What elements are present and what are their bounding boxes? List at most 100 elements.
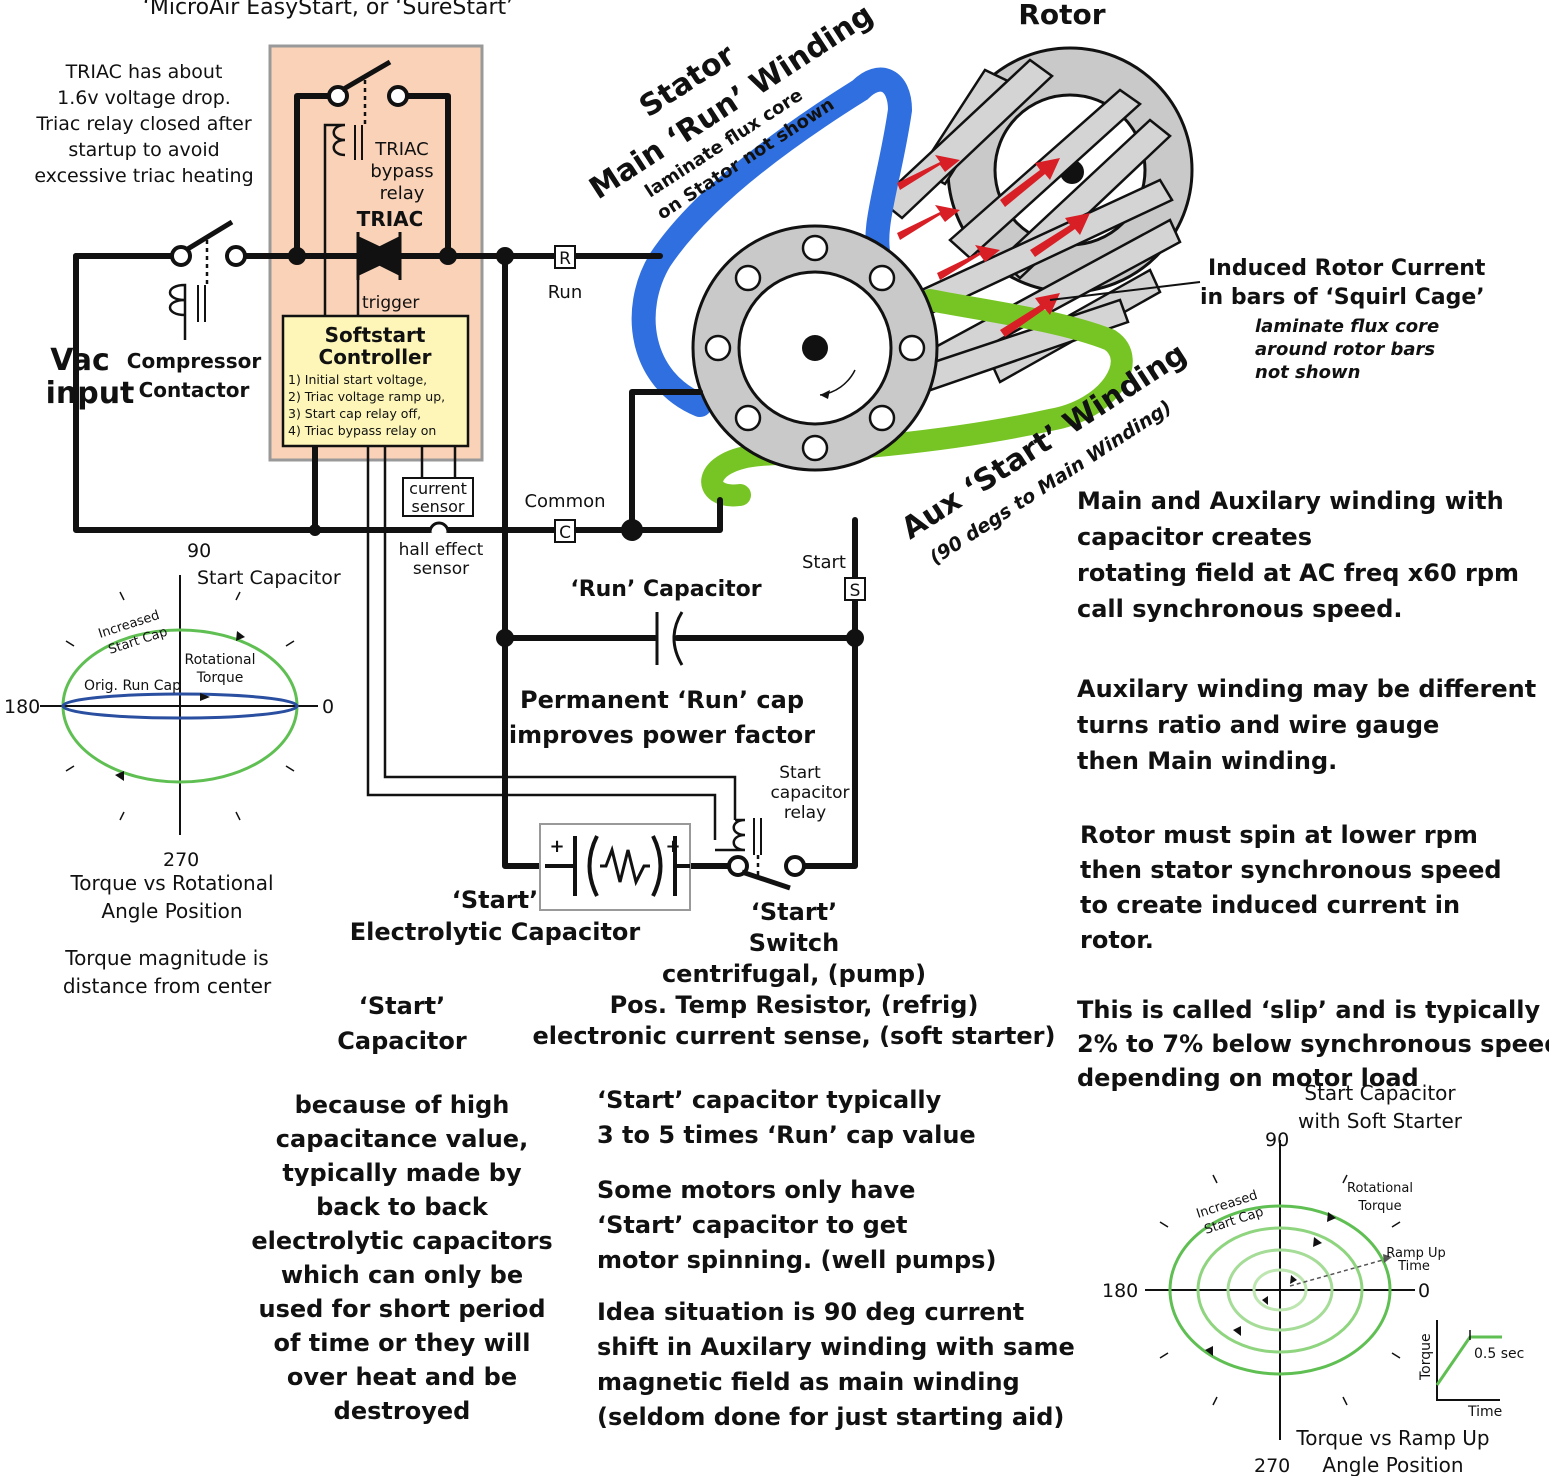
start-capacitor-relay: Start capacitor relay — [715, 763, 850, 875]
svg-text:Torque magnitude is: Torque magnitude is — [64, 946, 268, 970]
induced-note-1: laminate flux core — [1255, 316, 1439, 337]
current-sensor-box — [402, 477, 474, 517]
svg-text:capacitor: capacitor — [770, 783, 849, 803]
permanent-run-2: improves power factor — [509, 721, 815, 749]
triac-bypass-relay: TRIAC bypass relay — [323, 59, 434, 315]
svg-text:Idea situation is 90 deg curre: Idea situation is 90 deg current — [597, 1298, 1024, 1326]
svg-text:Start: Start — [779, 763, 821, 783]
trigger-label: trigger — [362, 293, 419, 313]
svg-text:Torque vs Ramp Up: Torque vs Ramp Up — [1295, 1426, 1489, 1450]
svg-text:0: 0 — [1418, 1280, 1430, 1302]
svg-text:Start Capacitor: Start Capacitor — [1304, 1081, 1456, 1105]
permanent-run-1: Permanent ‘Run’ cap — [520, 686, 804, 714]
svg-text:depending on motor load: depending on motor load — [1077, 1064, 1419, 1092]
svg-text:270: 270 — [163, 849, 199, 871]
triac-symbol: TRIAC trigger — [356, 207, 424, 315]
svg-text:Rotor must spin at lower rpm: Rotor must spin at lower rpm — [1080, 821, 1478, 849]
svg-text:turns ratio and wire gauge: turns ratio and wire gauge — [1077, 711, 1439, 739]
electrolytic-capacitor: + + — [539, 823, 691, 911]
high-cap-paragraph: because of high capacitance value, typic… — [251, 1091, 552, 1425]
svg-text:shift in Auxilary winding with: shift in Auxilary winding with same — [597, 1333, 1075, 1361]
svg-text:90: 90 — [187, 540, 211, 562]
right-paragraphs: Main and Auxilary winding with capacitor… — [1077, 487, 1549, 1092]
svg-text:90: 90 — [1265, 1129, 1289, 1151]
svg-text:Torque: Torque — [196, 670, 244, 686]
svg-text:capacitance value,: capacitance value, — [276, 1125, 528, 1153]
svg-text:rotating field at AC freq x60: rotating field at AC freq x60 rpm — [1077, 559, 1519, 587]
svg-text:+: + — [549, 836, 564, 857]
svg-text:with Soft Starter: with Soft Starter — [1298, 1109, 1463, 1133]
svg-text:typically made by: typically made by — [282, 1159, 522, 1187]
start-switch-text: ‘Start’ Switch centrifugal, (pump) Pos. … — [533, 898, 1056, 1050]
terminal-s: S — [844, 577, 866, 601]
svg-text:‘Start’: ‘Start’ — [751, 898, 838, 926]
svg-text:180: 180 — [4, 696, 40, 718]
svg-text:sensor: sensor — [411, 497, 464, 516]
start-capacitor-desc-2: Capacitor — [337, 1027, 467, 1055]
svg-text:R: R — [559, 249, 571, 269]
svg-text:of time or they will: of time or they will — [274, 1329, 531, 1357]
triac-note: TRIAC has about 1.6v voltage drop. Triac… — [34, 61, 253, 187]
svg-text:capacitor creates: capacitor creates — [1077, 523, 1312, 551]
svg-text:‘Start’ capacitor typically: ‘Start’ capacitor typically — [597, 1086, 942, 1114]
induced-current-arrows — [897, 155, 1090, 337]
svg-text:This is called ‘slip’ and is: This is called ‘slip’ and is typically — [1077, 996, 1540, 1024]
svg-text:electrolytic capacitors: electrolytic capacitors — [251, 1227, 552, 1255]
svg-text:2) Triac voltage ramp up,: 2) Triac voltage ramp up, — [288, 389, 445, 404]
svg-text:current: current — [409, 479, 467, 498]
svg-text:then stator synchronous speed: then stator synchronous speed — [1080, 856, 1502, 884]
svg-text:3) Start cap relay off,: 3) Start cap relay off, — [288, 406, 421, 421]
vac-input-2: input — [46, 376, 135, 411]
svg-text:startup to avoid: startup to avoid — [68, 139, 219, 161]
diagram-title: ‘MicroAir EasyStart, or ‘SureStart’ — [143, 0, 513, 20]
svg-text:electronic current sense, (sof: electronic current sense, (soft starter) — [533, 1022, 1056, 1050]
svg-text:Softstart: Softstart — [325, 323, 426, 347]
svg-text:Controller: Controller — [319, 345, 432, 369]
svg-text:TRIAC has about: TRIAC has about — [65, 61, 223, 83]
svg-text:Rotational: Rotational — [1347, 1181, 1413, 1196]
run-label: Run — [548, 282, 583, 303]
triac-label: TRIAC — [357, 207, 424, 231]
induced-line2: in bars of ‘Squirl Cage’ — [1200, 285, 1485, 310]
start-switch — [727, 855, 806, 891]
svg-text:Triac relay closed after: Triac relay closed after — [35, 113, 251, 135]
induced-note-2: around rotor bars — [1255, 339, 1435, 360]
svg-text:Some motors only have: Some motors only have — [597, 1176, 915, 1204]
hall-effect-loop — [428, 521, 450, 533]
svg-text:excessive triac heating: excessive triac heating — [34, 165, 253, 187]
svg-text:Rotational: Rotational — [184, 652, 255, 668]
svg-text:Angle Position: Angle Position — [101, 899, 242, 923]
control-wires — [366, 446, 737, 840]
svg-text:which can only be: which can only be — [281, 1261, 523, 1289]
orig-run-cap-curve — [61, 692, 299, 720]
svg-text:then Main winding.: then Main winding. — [1077, 747, 1337, 775]
svg-text:distance from center: distance from center — [63, 974, 272, 998]
svg-text:C: C — [559, 523, 571, 543]
svg-text:back to back: back to back — [316, 1193, 489, 1221]
svg-text:4) Triac bypass relay on: 4) Triac bypass relay on — [288, 423, 436, 438]
svg-text:‘Start’ capacitor to get: ‘Start’ capacitor to get — [597, 1211, 908, 1239]
end-ring-holes — [704, 234, 926, 462]
svg-text:0.5 sec: 0.5 sec — [1474, 1346, 1524, 1362]
svg-text:over heat and be: over heat and be — [287, 1363, 517, 1391]
softstart-controller — [281, 314, 470, 448]
terminal-r: R — [554, 245, 576, 269]
compressor-1: Compressor — [127, 349, 262, 373]
svg-text:magnetic field as main winding: magnetic field as main winding — [597, 1368, 1020, 1396]
svg-text:1) Initial start voltage,: 1) Initial start voltage, — [288, 372, 427, 387]
svg-text:Time: Time — [1397, 1259, 1430, 1274]
compressor-contactor — [168, 219, 247, 340]
run-capacitor-label: ‘Run’ Capacitor — [570, 577, 761, 602]
start-label: Start — [802, 552, 846, 573]
vac-input-1: Vac — [50, 343, 110, 378]
svg-text:Switch: Switch — [749, 929, 839, 957]
svg-text:Torque: Torque — [1357, 1199, 1401, 1214]
svg-text:motor spinning. (well pumps): motor spinning. (well pumps) — [597, 1246, 996, 1274]
induced-note-3: not shown — [1255, 362, 1360, 383]
svg-text:TRIAC: TRIAC — [374, 139, 428, 160]
junction-dots — [288, 247, 864, 647]
polar-plot-start-cap: 90 Start Capacitor 180 0 270 Increased S… — [4, 540, 341, 998]
middle-notes: ‘Start’ capacitor typically 3 to 5 times… — [597, 1086, 1075, 1431]
svg-text:+: + — [665, 836, 680, 857]
